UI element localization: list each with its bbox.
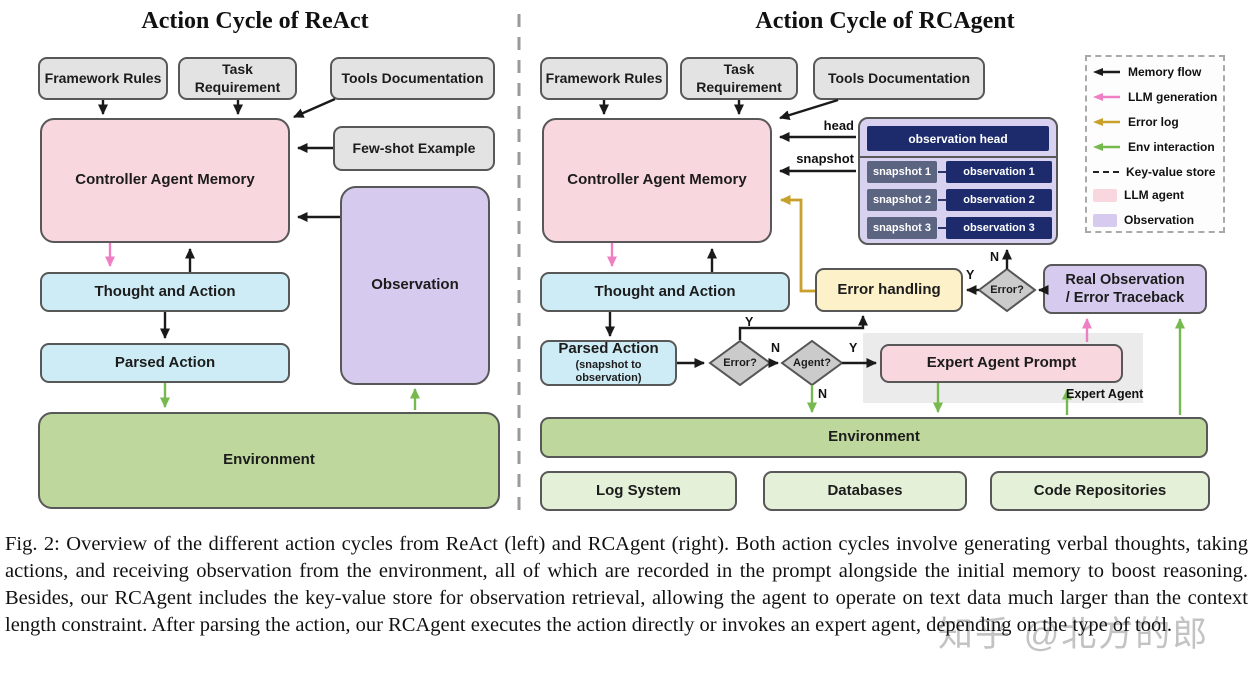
branch-yes-label: Y xyxy=(849,341,858,355)
left-tools-documentation-box: Tools Documentation xyxy=(330,57,495,100)
snapshot-arrow-label: snapshot xyxy=(796,151,854,166)
kv-row-2: snapshot 2 observation 2 xyxy=(860,189,1056,211)
kv-link-dash xyxy=(938,199,946,201)
left-diagram-title: Action Cycle of ReAct xyxy=(141,8,369,34)
branch-yes-label: Y xyxy=(966,268,975,282)
purple-swatch-icon xyxy=(1093,213,1117,227)
expert-agent-prompt-box: Expert Agent Prompt xyxy=(880,344,1123,383)
kv-link-dash xyxy=(938,171,946,173)
right-task-requirement-box: Task Requirement xyxy=(680,57,798,100)
figure-caption: Fig. 2: Overview of the different action… xyxy=(5,533,1248,636)
parsed-action-label: Parsed Action xyxy=(558,339,659,357)
left-environment-box: Environment xyxy=(38,412,500,509)
right-controller-agent-memory-box: Controller Agent Memory xyxy=(542,118,772,243)
green-arrow-icon xyxy=(1093,143,1120,151)
kv-link-dash xyxy=(938,227,946,229)
key-value-store: observation head snapshot 1 observation … xyxy=(858,117,1058,245)
store-divider xyxy=(860,156,1056,158)
error-decision-label: Error? xyxy=(723,357,757,369)
legend-item-env-interaction: Env interaction xyxy=(1093,139,1215,155)
right-framework-rules-box: Framework Rules xyxy=(540,57,668,100)
parsed-action-subtitle: (snapshot to observation) xyxy=(575,358,642,385)
observation-head-bar: observation head xyxy=(867,126,1049,151)
left-task-requirement-box: Task Requirement xyxy=(178,57,297,100)
dashed-line-icon xyxy=(1093,171,1119,173)
zhihu-watermark: 知乎 @北方的郎 xyxy=(938,615,1210,654)
branch-yes-label: Y xyxy=(745,315,754,329)
kv-row-3: snapshot 3 observation 3 xyxy=(860,217,1056,239)
legend-label: Memory flow xyxy=(1128,65,1202,79)
observation-value: observation 1 xyxy=(946,161,1052,183)
head-arrow-label: head xyxy=(823,118,854,133)
arrow-error-yes-to-error-handling xyxy=(738,315,868,340)
legend-item-observation: Observation xyxy=(1093,212,1194,228)
code-repositories-box: Code Repositories xyxy=(990,471,1210,511)
legend-item-memory-flow: Memory flow xyxy=(1093,64,1201,80)
arrow-tools-to-memory-right xyxy=(779,98,839,120)
real-observation-box: Real Observation / Error Traceback xyxy=(1043,264,1207,314)
databases-box: Databases xyxy=(763,471,967,511)
gold-arrow-icon xyxy=(1093,118,1120,126)
pink-arrow-icon xyxy=(1093,93,1120,101)
legend-item-llm-agent: LLM agent xyxy=(1093,187,1184,203)
left-thought-and-action-box: Thought and Action xyxy=(40,272,290,312)
error-handling-box: Error handling xyxy=(815,268,963,312)
left-controller-agent-memory-box: Controller Agent Memory xyxy=(40,118,290,243)
left-framework-rules-box: Framework Rules xyxy=(38,57,168,100)
arrow-tools-to-memory-left xyxy=(293,97,336,119)
legend-item-key-value-store: Key-value store xyxy=(1093,164,1215,180)
error-decision2-label: Error? xyxy=(990,284,1024,296)
snapshot-key: snapshot 3 xyxy=(867,217,937,239)
real-observation-line1: Real Observation xyxy=(1065,271,1185,288)
legend-label: Env interaction xyxy=(1128,140,1215,154)
snapshot-key: snapshot 2 xyxy=(867,189,937,211)
right-environment-box: Environment xyxy=(540,417,1208,458)
snapshot-key: snapshot 1 xyxy=(867,161,937,183)
branch-no-label: N xyxy=(990,250,1000,264)
observation-value: observation 3 xyxy=(946,217,1052,239)
right-thought-and-action-box: Thought and Action xyxy=(540,272,790,312)
kv-row-1: snapshot 1 observation 1 xyxy=(860,161,1056,183)
legend-item-error-log: Error log xyxy=(1093,114,1179,130)
legend: Memory flow LLM generation Error log Env… xyxy=(1085,55,1225,233)
expert-agent-caption: Expert Agent xyxy=(1066,387,1144,401)
legend-label: Observation xyxy=(1124,213,1195,227)
right-tools-documentation-box: Tools Documentation xyxy=(813,57,985,100)
legend-label: Key-value store xyxy=(1126,165,1216,179)
observation-value: observation 2 xyxy=(946,189,1052,211)
branch-no-label: N xyxy=(818,387,828,401)
branch-no-label: N xyxy=(771,341,781,355)
real-observation-line2: / Error Traceback xyxy=(1065,290,1185,306)
right-diagram-title: Action Cycle of RCAgent xyxy=(755,8,1015,34)
left-observation-box: Observation xyxy=(340,186,490,385)
black-arrow-icon xyxy=(1093,68,1120,76)
legend-label: LLM generation xyxy=(1128,90,1218,104)
right-parsed-action-box: Parsed Action (snapshot to observation) xyxy=(540,340,677,386)
agent-decision-label: Agent? xyxy=(793,357,831,369)
pink-swatch-icon xyxy=(1093,188,1117,202)
legend-label: LLM agent xyxy=(1124,188,1184,202)
legend-item-llm-generation: LLM generation xyxy=(1093,89,1217,105)
left-few-shot-example-box: Few-shot Example xyxy=(333,126,495,171)
legend-label: Error log xyxy=(1128,115,1179,129)
left-parsed-action-box: Parsed Action xyxy=(40,343,290,383)
log-system-box: Log System xyxy=(540,471,737,511)
